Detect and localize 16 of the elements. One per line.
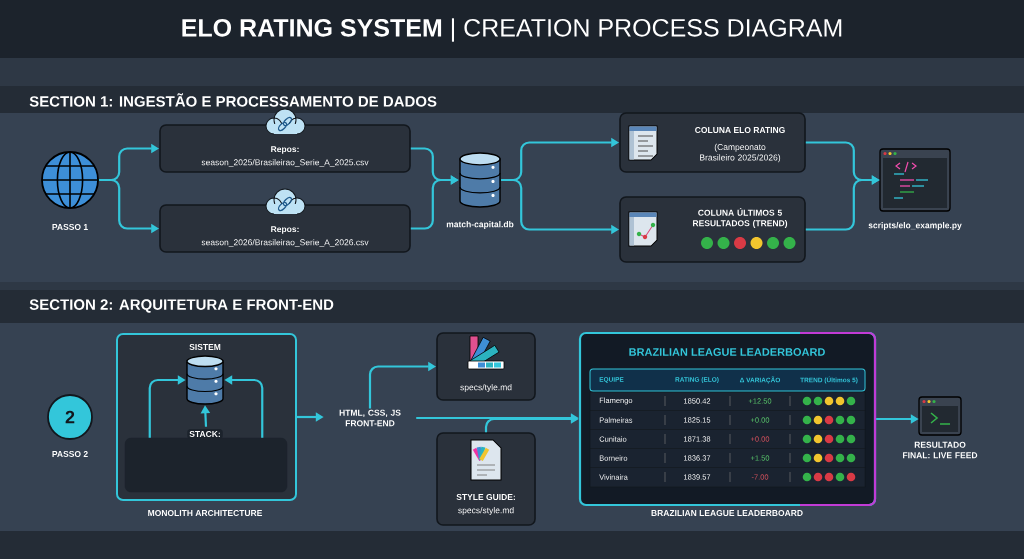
section-title: SECTION 2: ARQUITETURA E FRONT-END [29, 299, 334, 313]
column-box: COLUNA ELO RATING (Campeonato Brasileiro 2025/2026) [619, 112, 806, 173]
title: ELO RATING SYSTEM | CREATION PROCESS DIAGRAM [182, 18, 842, 42]
database-icon [186, 355, 224, 405]
repository-box: Repos: season_2026/Brasileirao_Serie_A_2026.csv [159, 188, 411, 253]
file-box: specs/tyle.md [436, 332, 536, 401]
stack-panel: STACK: [124, 429, 288, 493]
node-label: STACK: [189, 431, 220, 438]
file-box: STYLE GUIDE: specs/style.md [436, 432, 536, 526]
node-label: MONOLITH ARCHITECTURE [148, 510, 263, 517]
column-box: COLUNA ÚLTIMOS 5 RESULTADOS (TREND) [619, 196, 806, 263]
section-title: SECTION 1: INGESTÃO E PROCESSAMENTO DE DADOS [29, 93, 437, 107]
front-end-label: HTML, CSS, JS FRONT-END [339, 409, 401, 427]
node-label: PASSO 2 [52, 451, 88, 458]
node-label: BRAZILIAN LEAGUE LEADERBOARD [651, 510, 803, 517]
repository-box: Repos: season_2025/Brasileirao_Serie_A_2025.csv [159, 108, 411, 173]
